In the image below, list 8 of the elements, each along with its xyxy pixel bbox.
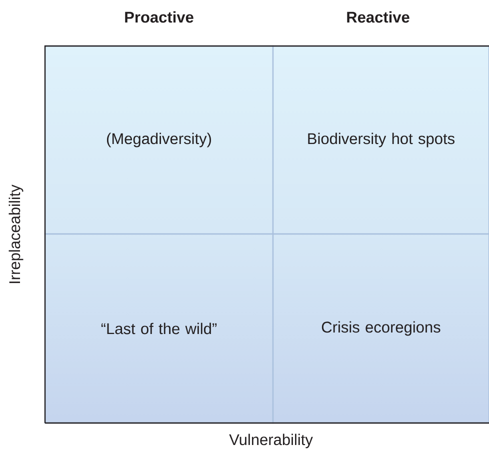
quadrant-box: “Last of the wild” — [44, 233, 274, 424]
quadrant-box: Biodiversity hot spots — [272, 45, 489, 235]
axis-label: Vulnerability — [229, 434, 313, 448]
column-heading: Reactive — [347, 11, 410, 23]
quadrant-box: (Megadiversity) — [44, 45, 274, 235]
axis-label: Irreplaceability — [8, 184, 24, 284]
quadrant-box: Crisis ecoregions — [272, 233, 489, 424]
column-heading: Proactive — [125, 11, 194, 23]
